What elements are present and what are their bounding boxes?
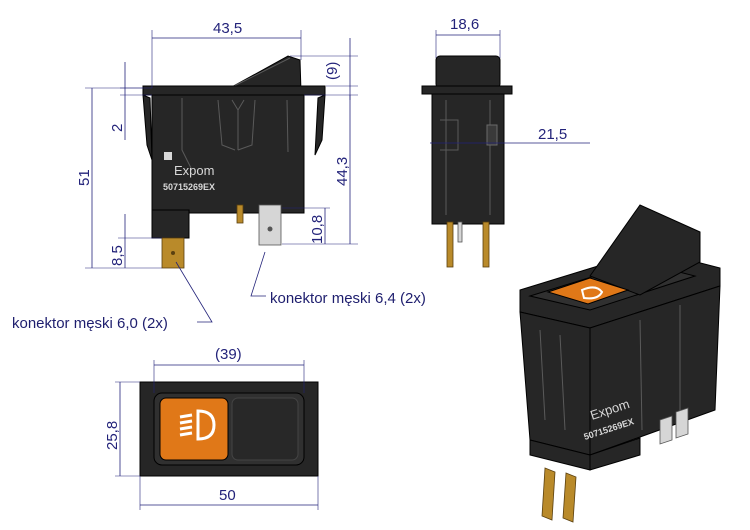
- part-number-label: 50715269EX: [163, 182, 215, 192]
- dim-bezel-height: 25,8: [104, 421, 121, 450]
- indicator-window: [159, 397, 229, 461]
- dim-width-top: 43,5: [213, 20, 242, 37]
- dim-protrusion: (9): [324, 62, 341, 80]
- bezel-dimensions: (39) 25,8 50: [104, 346, 319, 510]
- dim-depth-side: 18,6: [450, 16, 479, 33]
- side-view: [421, 55, 513, 268]
- front-view: Expom 50715269EX: [142, 55, 326, 269]
- dim-height-total: 51: [76, 169, 93, 186]
- brand-logo: [164, 152, 172, 160]
- dim-pin-height-rear: 10,8: [309, 215, 326, 244]
- bezel-view: [139, 381, 319, 477]
- dim-pin-height-front: 8,5: [109, 245, 126, 266]
- dim-height-body: 44,3: [334, 157, 351, 186]
- iso-indicator-window: [546, 277, 630, 305]
- isometric-view: Expom 50715269EX: [519, 204, 721, 523]
- dim-bezel-width: 50: [219, 487, 236, 504]
- connector-64-note: konektor męski 6,4 (2x): [270, 290, 426, 307]
- dim-bezel-inner: (39): [215, 346, 242, 363]
- dim-side-depth: 21,5: [538, 126, 567, 143]
- dim-step: 2: [109, 124, 126, 132]
- iso-headlight-icon: [580, 286, 604, 300]
- side-dimensions: 18,6 21,5: [430, 16, 590, 144]
- front-dimensions: 43,5 (9) 44,3 10,8 2 51 8,5: [76, 20, 358, 323]
- headlight-icon: [179, 409, 216, 441]
- connector-60-note: konektor męski 6,0 (2x): [12, 315, 168, 332]
- brand-label: Expom: [174, 163, 214, 178]
